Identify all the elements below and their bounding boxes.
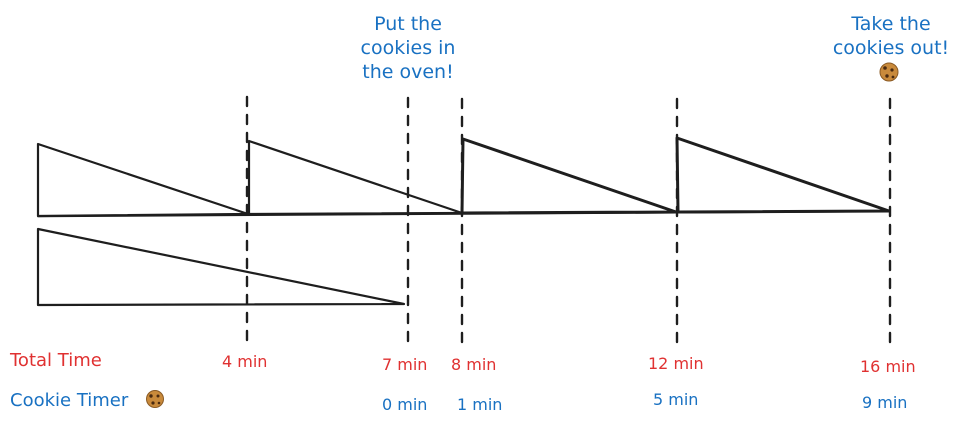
cookie-timer-tick-1: 1 min [457, 395, 503, 414]
cookie-timer-tick-0: 0 min [382, 395, 428, 414]
note-take-out-line-2: cookies out! [832, 37, 950, 59]
ramp-0-7 [36, 227, 406, 307]
ramp-12-16 [675, 136, 891, 214]
ramp-4-8 [247, 139, 464, 216]
total-time-tick-4: 4 min [222, 352, 268, 371]
note-put-in-line-2: cookies in [360, 37, 456, 59]
cookie-timer-tick-9: 9 min [862, 393, 908, 412]
total-time-tick-12: 12 min [648, 354, 704, 373]
cookie-icon-label [146, 390, 164, 408]
ramp-8-12 [460, 137, 678, 215]
ramp-0-4 [36, 142, 250, 218]
note-put-in: Put the cookies in the oven! [352, 12, 464, 84]
row-label-cookie-timer: Cookie Timer [10, 390, 129, 411]
total-time-tick-8: 8 min [451, 355, 497, 374]
cookie-icon-top [879, 62, 899, 82]
note-put-in-line-1: Put the [374, 13, 442, 35]
note-take-out-line-1: Take the [851, 13, 931, 35]
note-take-out: Take the cookies out! [828, 12, 954, 60]
total-time-tick-7: 7 min [382, 355, 428, 374]
row-label-total-time: Total Time [10, 350, 102, 371]
note-put-in-line-3: the oven! [362, 61, 454, 83]
total-time-tick-16: 16 min [860, 357, 916, 376]
cookie-timer-tick-5: 5 min [653, 390, 699, 409]
